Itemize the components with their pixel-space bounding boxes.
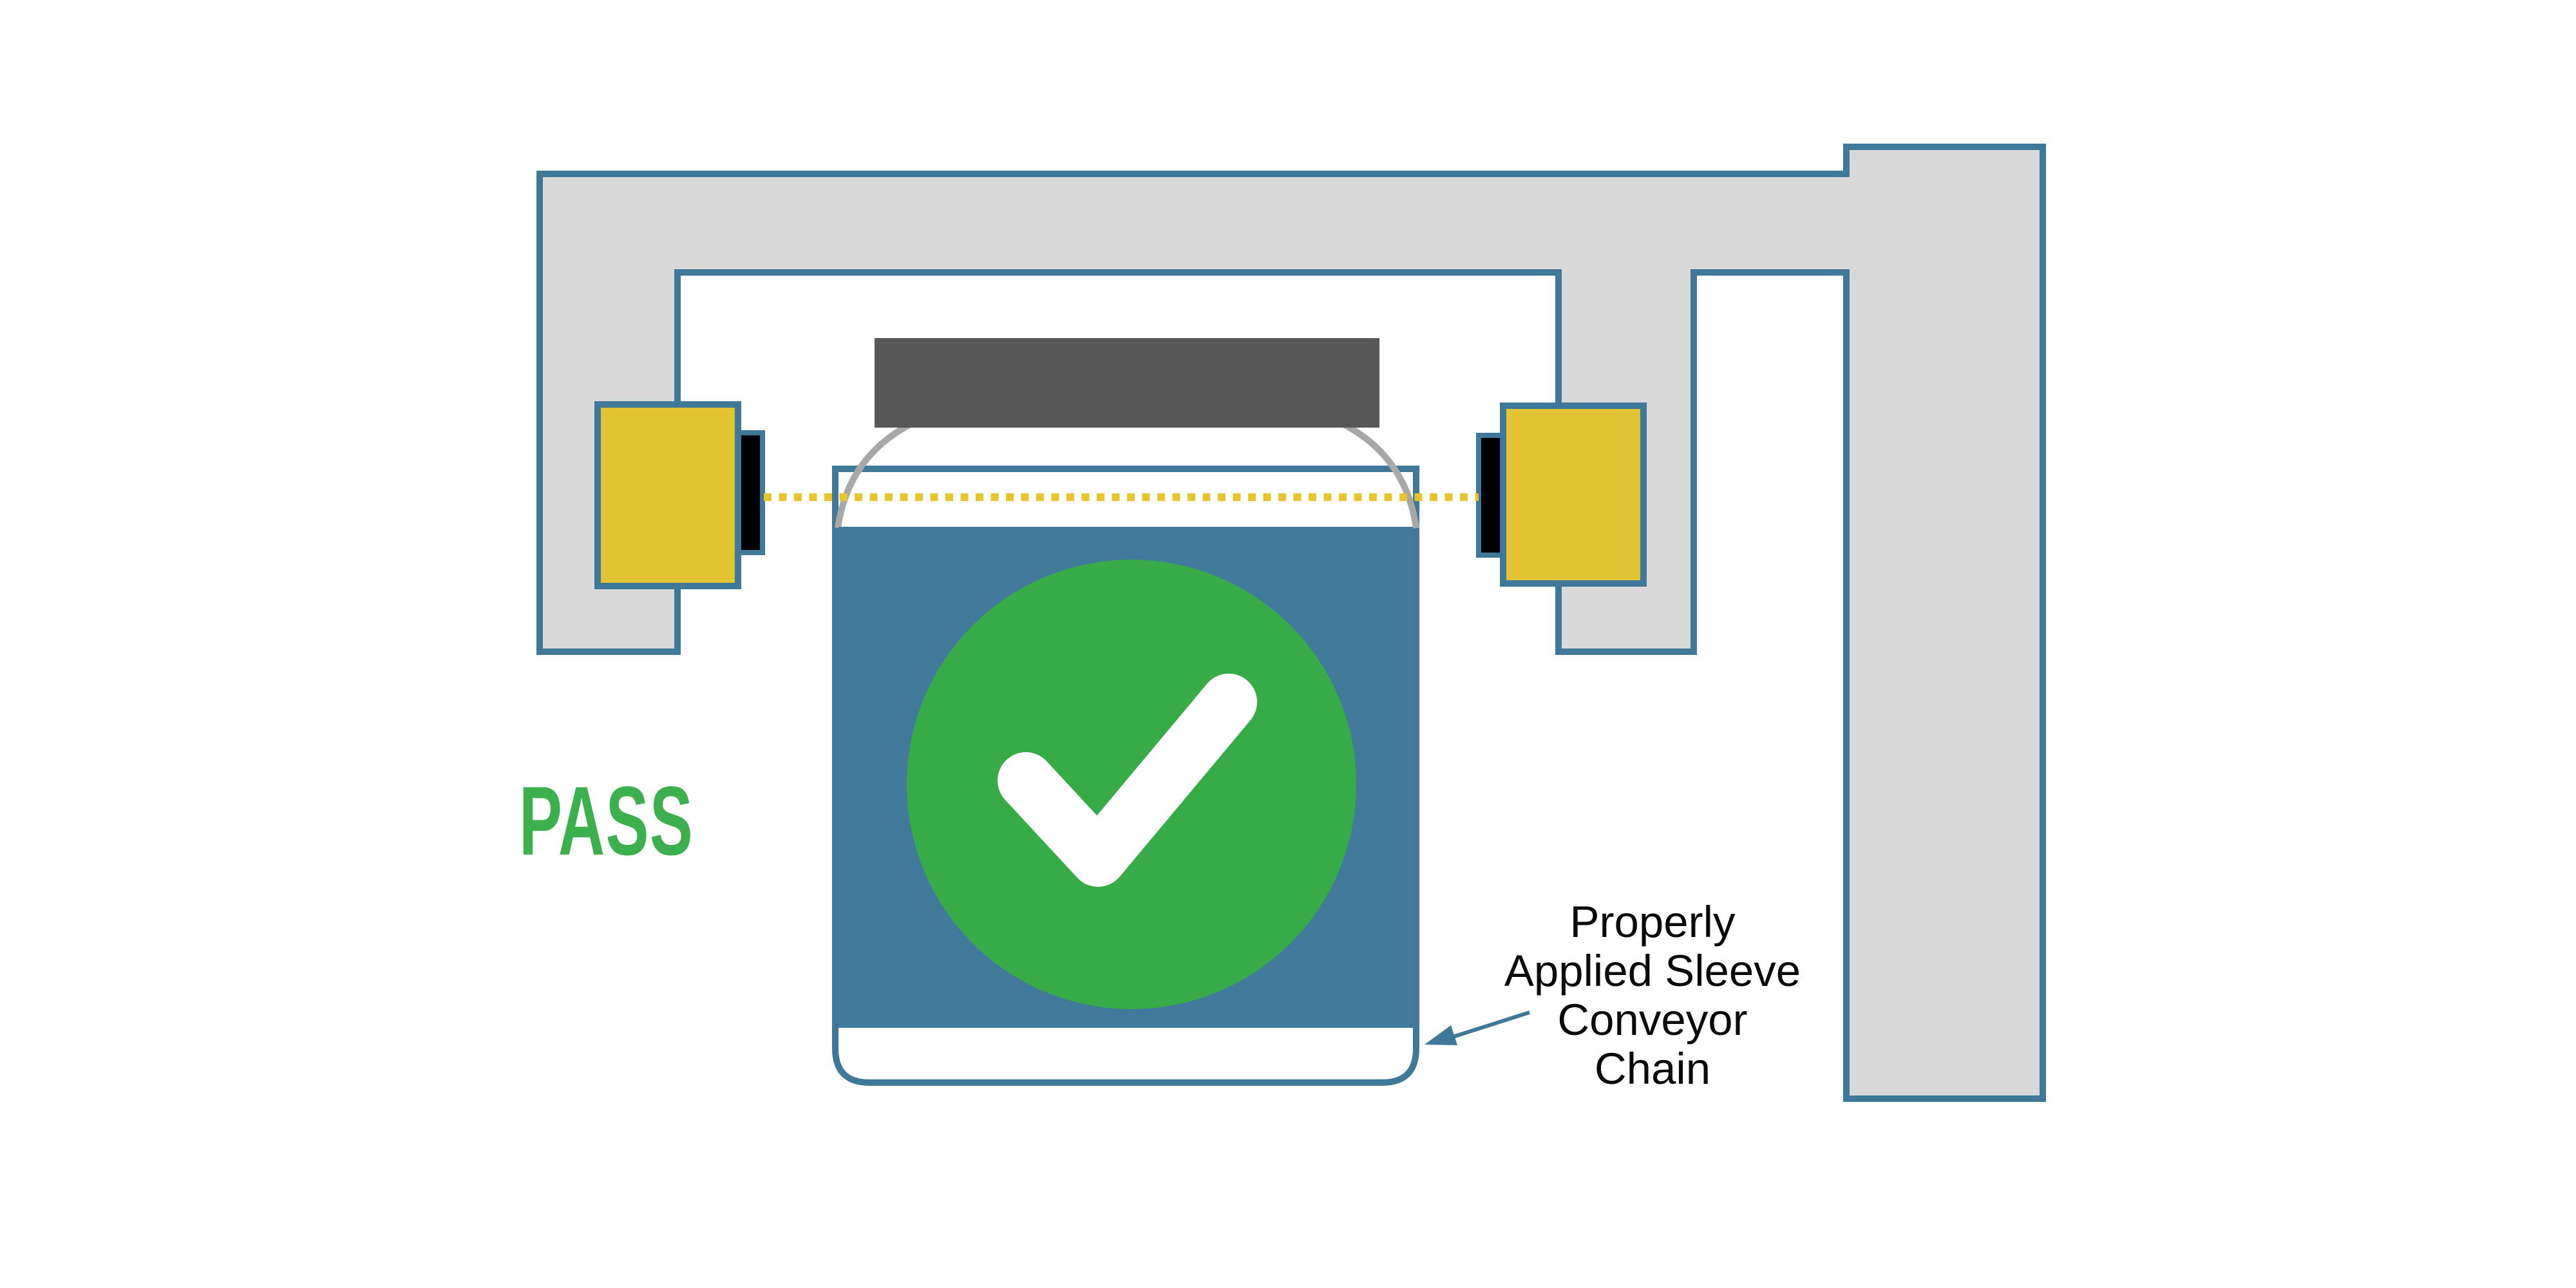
annotation-line-3: Conveyor (1557, 995, 1748, 1045)
checkmark-icon (998, 674, 1257, 887)
annotation-label: Properly Applied Sleeve Conveyor Chain (1427, 898, 1878, 1094)
annotation-line-4: Chain (1594, 1044, 1711, 1094)
annotation-arrow (1425, 1010, 1530, 1045)
right-sensor-body (1500, 402, 1647, 587)
jar-cap (875, 338, 1379, 428)
left-sensor-body (594, 401, 741, 589)
pass-status-text: PASS (519, 766, 694, 876)
annotation-line-1: Properly (1569, 897, 1736, 947)
annotation-line-2: Applied Sleeve (1504, 946, 1801, 996)
